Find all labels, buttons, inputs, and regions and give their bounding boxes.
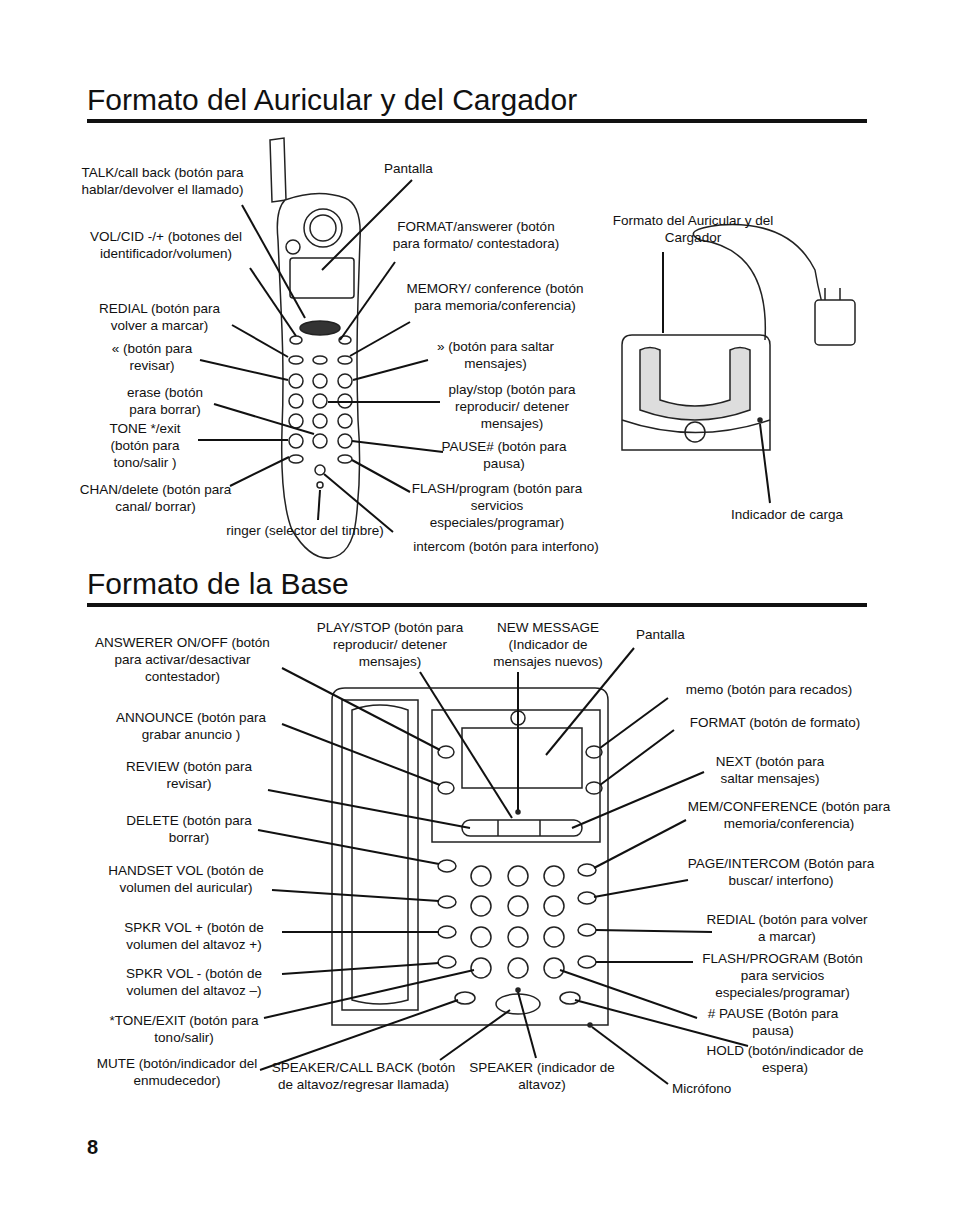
callout-label: ringer (selector del timbre) xyxy=(226,522,384,539)
callout-label: PAGE/INTERCOM (Botón para buscar/ interf… xyxy=(686,855,876,889)
callout-label: SPEAKER (indicador de altavoz) xyxy=(456,1059,628,1093)
section-heading: Formato de la Base xyxy=(87,566,349,602)
callout-label: TALK/call back (botón para hablar/devolv… xyxy=(80,164,245,198)
charger-drawing xyxy=(622,225,855,450)
callout-label: CHAN/delete (botón para canal/ borrar) xyxy=(78,481,233,515)
callout-label: intercom (botón para interfono) xyxy=(388,538,624,555)
callout-label: MUTE (botón/indicador del enmudecedor) xyxy=(96,1055,258,1089)
callout-label: NEW MESSAGE (Indicador de mensajes nuevo… xyxy=(478,619,618,670)
page-heading: Formato del Auricular y del Cargador xyxy=(87,82,577,118)
callout-label: *TONE/EXIT (botón para tono/salir) xyxy=(104,1012,264,1046)
callout-label: Micrófono xyxy=(672,1080,752,1097)
callout-label: VOL/CID -/+ (botones del identificador/v… xyxy=(80,228,252,262)
callout-label: REDIAL (botón para volver a marcar) xyxy=(82,300,237,334)
callout-label: FLASH/PROGRAM (Botón para servicios espe… xyxy=(690,950,875,1001)
callout-label: Pantalla xyxy=(384,160,454,177)
callout-label: memo (botón para recados) xyxy=(664,681,874,698)
callout-label: HANDSET VOL (botón de volumen del auricu… xyxy=(100,862,272,896)
callout-label: Indicador de carga xyxy=(712,506,862,523)
callout-label: » (botón para saltar mensajes) xyxy=(428,338,563,372)
callout-label: ANSWERER ON/OFF (botón para activar/desa… xyxy=(80,634,285,685)
callout-label: PAUSE# (botón para pausa) xyxy=(440,438,568,472)
callout-label: SPEAKER/CALL BACK (botón de altavoz/regr… xyxy=(266,1059,461,1093)
callout-label: SPKR VOL + (botón de volumen del altavoz… xyxy=(104,919,284,953)
callout-label: HOLD (botón/indicador de espera) xyxy=(704,1042,866,1076)
callout-label: FLASH/program (botón para servicios espe… xyxy=(406,480,588,531)
callout-label: « (botón para revisar) xyxy=(92,340,212,374)
callout-label: FORMAT (botón de formato) xyxy=(670,714,880,731)
callout-label: DELETE (botón para borrar) xyxy=(110,812,268,846)
callout-label: SPKR VOL - (botón de volumen del altavoz… xyxy=(104,965,284,999)
base-drawing xyxy=(332,688,608,1027)
callout-label: Pantalla xyxy=(636,626,716,643)
callout-label: play/stop (botón para reproducir/ detene… xyxy=(436,381,588,432)
callout-label: MEMORY/ conference (botón para memoria/c… xyxy=(404,280,586,314)
callout-label: # PAUSE (Botón para pausa) xyxy=(692,1005,854,1039)
leader-lines xyxy=(198,180,770,1084)
page-number: 8 xyxy=(87,1135,117,1159)
callout-label: TONE */exit (botón para tono/salir ) xyxy=(92,420,198,471)
callout-label: REVIEW (botón para revisar) xyxy=(110,758,268,792)
callout-label: ANNOUNCE (botón para grabar anuncio ) xyxy=(100,709,282,743)
callout-label: Formato del Auricular y del Cargador xyxy=(598,212,788,246)
heading-rule xyxy=(87,603,867,607)
heading-rule xyxy=(87,119,867,123)
callout-label: PLAY/STOP (botón para reproducir/ detene… xyxy=(300,619,480,670)
callout-label: NEXT (botón para saltar mensajes) xyxy=(704,753,836,787)
callout-label: MEM/CONFERENCE (botón para memoria/confe… xyxy=(684,798,894,832)
callout-label: FORMAT/answerer (botón para formato/ con… xyxy=(392,218,560,252)
callout-label: erase (botón para borrar) xyxy=(112,384,218,418)
callout-label: REDIAL (botón para volver a marcar) xyxy=(706,911,868,945)
handset-drawing xyxy=(270,138,360,558)
